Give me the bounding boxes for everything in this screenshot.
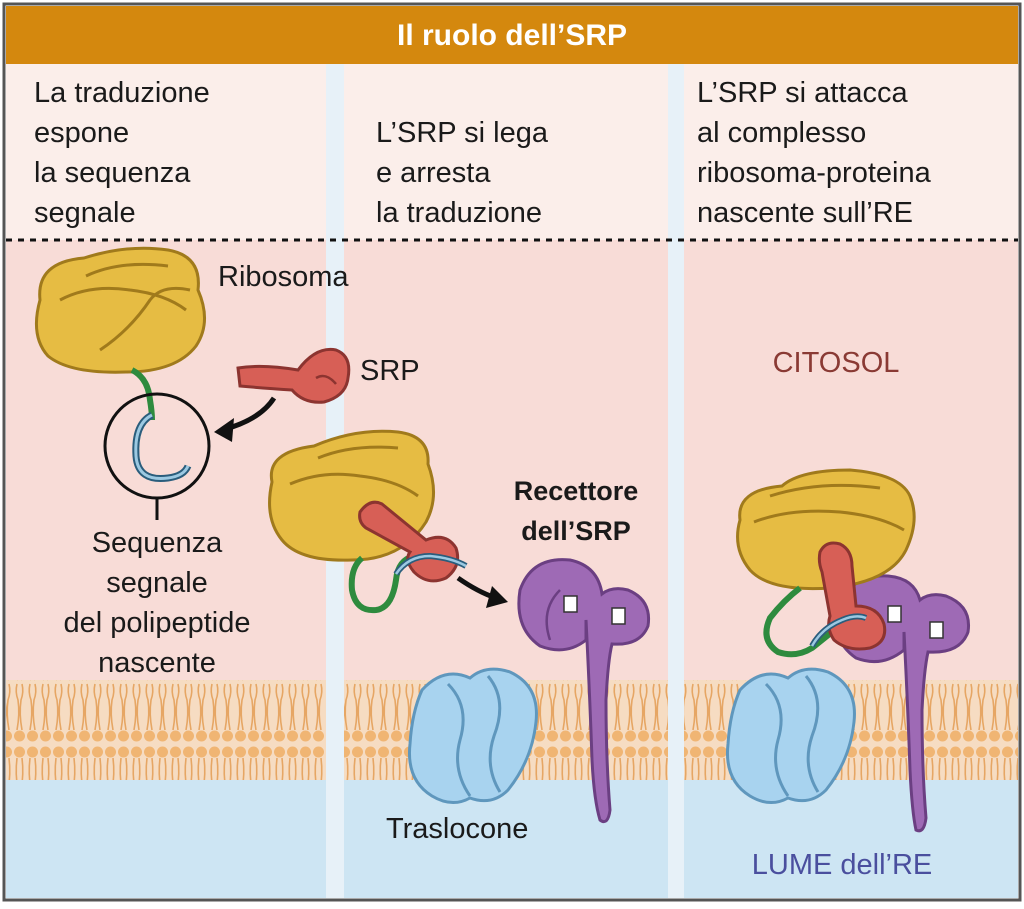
label-srp-receptor-line-2: dell’SRP xyxy=(521,516,631,546)
caption-1-line-2: espone xyxy=(34,117,129,149)
caption-bg-1 xyxy=(6,64,326,240)
srp-free xyxy=(236,347,351,404)
label-signal-sequence-line-2: segnale xyxy=(106,567,208,599)
receptor-arrowhead xyxy=(486,586,508,608)
caption-1-line-1: La traduzione xyxy=(34,77,210,109)
label-signal-sequence: Sequenza segnale del polipeptide nascent… xyxy=(63,527,250,679)
lumen-region-2 xyxy=(344,780,668,898)
srp-receptor-panel-2 xyxy=(517,558,651,824)
label-srp-receptor-line-1: Recettore xyxy=(514,476,639,506)
caption-1-line-4: segnale xyxy=(34,197,136,229)
caption-3-line-4: nascente sull’RE xyxy=(697,197,913,229)
label-cytosol: CITOSOL xyxy=(773,347,900,379)
ribosome-panel-1 xyxy=(34,246,206,374)
caption-2-line-2: e arresta xyxy=(376,157,491,189)
translocon-panel-3 xyxy=(725,667,856,804)
caption-3-line-3: ribosoma-proteina xyxy=(697,157,932,189)
label-signal-sequence-line-4: nascente xyxy=(98,647,216,679)
nascent-peptide-3 xyxy=(763,585,834,658)
caption-3-line-1: L’SRP si attacca xyxy=(697,77,909,109)
label-translocon: Traslocone xyxy=(386,813,528,845)
lumen-region-1 xyxy=(6,780,326,898)
caption-1-line-3: la sequenza xyxy=(34,157,191,189)
caption-bg-2 xyxy=(344,64,668,240)
label-srp-receptor: Recettore dell’SRP xyxy=(514,476,639,546)
label-srp: SRP xyxy=(360,355,420,387)
caption-bg-3 xyxy=(684,64,1018,240)
label-ribosome: Ribosoma xyxy=(218,261,349,293)
label-signal-sequence-line-3: del polipeptide xyxy=(63,607,250,639)
column-divider-2 xyxy=(668,64,684,898)
caption-panel-3: L’SRP si attacca al complesso ribosoma-p… xyxy=(697,77,932,229)
label-er-lumen: LUME dell’RE xyxy=(752,849,933,881)
caption-2-line-1: L’SRP si lega xyxy=(376,117,549,149)
translocon-panel-2 xyxy=(407,667,538,804)
caption-3-line-2: al complesso xyxy=(697,117,866,149)
lumen-region-3 xyxy=(684,780,1018,898)
caption-panel-1: La traduzione espone la sequenza segnale xyxy=(34,77,210,229)
diagram-title: Il ruolo dell’SRP xyxy=(397,19,627,52)
caption-panel-2: L’SRP si lega e arresta la traduzione xyxy=(376,117,549,229)
caption-2-line-3: la traduzione xyxy=(376,197,542,229)
ribosome-panel-3 xyxy=(736,468,916,591)
srp-bound-panel-2 xyxy=(358,500,460,583)
label-signal-sequence-line-1: Sequenza xyxy=(92,527,223,559)
srp-binding-arrowhead xyxy=(214,418,234,442)
title-bar xyxy=(6,6,1018,64)
